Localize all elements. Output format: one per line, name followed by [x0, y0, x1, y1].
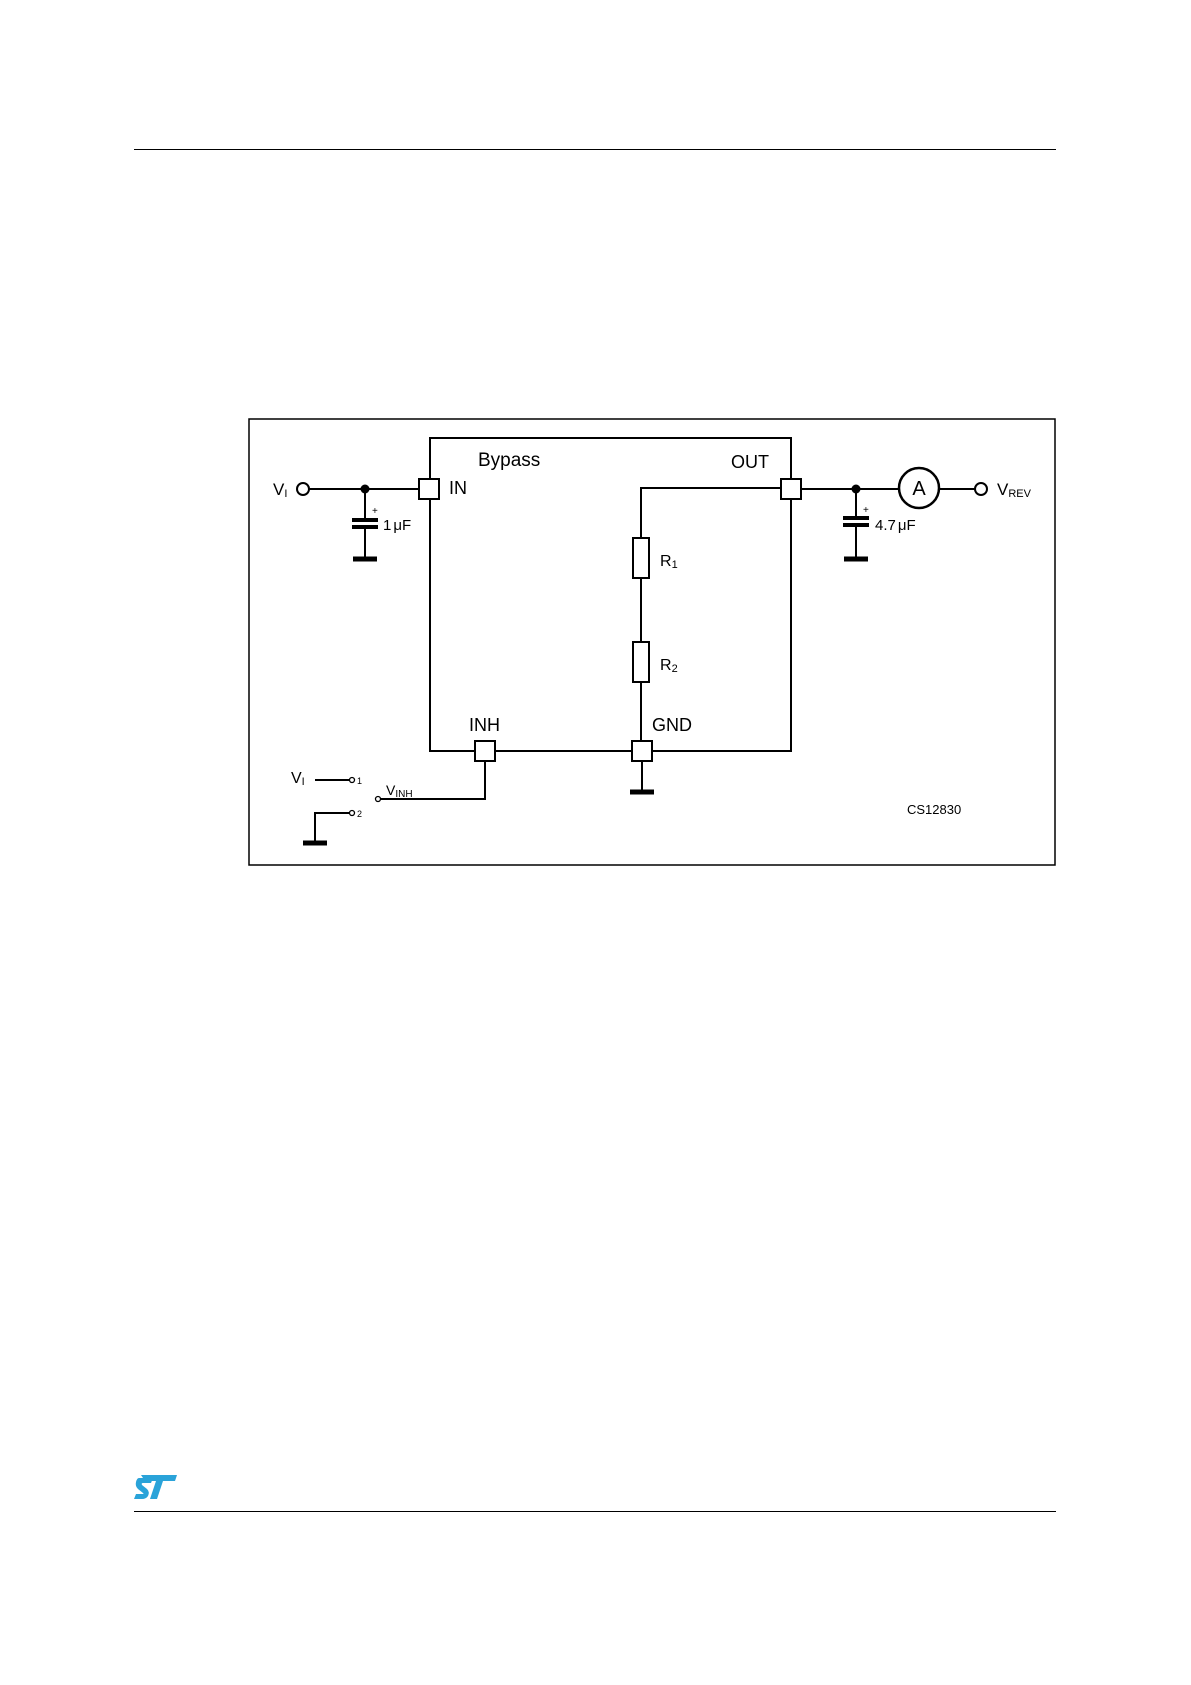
chip-in-label: IN — [449, 478, 467, 498]
switch-pos2-wire — [315, 813, 349, 842]
pin-gnd — [632, 741, 652, 761]
output-voltage-label: VREV — [997, 480, 1032, 500]
figure-code: CS12830 — [907, 802, 961, 817]
pin-out — [781, 479, 801, 499]
st-logo-icon — [133, 1472, 179, 1502]
vinh-label: VINH — [386, 782, 413, 800]
switch-pos2-label: 2 — [357, 809, 362, 819]
resistor-r1 — [633, 538, 649, 578]
switch-vi-label: VI — [291, 770, 305, 788]
input-terminal — [297, 483, 309, 495]
st-logo-s — [134, 1478, 153, 1499]
resistor-r2 — [633, 642, 649, 682]
output-terminal — [975, 483, 987, 495]
input-voltage-label: VI — [273, 480, 287, 500]
output-cap-plus: + — [863, 505, 869, 516]
header-rule — [134, 149, 1056, 150]
switch-pos1-contact — [350, 778, 355, 783]
chip-body — [430, 438, 791, 751]
chip-inh-label: INH — [469, 715, 500, 735]
pin-in — [419, 479, 439, 499]
resistor-r1-label: R1 — [660, 553, 678, 571]
footer-rule — [134, 1511, 1056, 1512]
pin-inh — [475, 741, 495, 761]
switch-pos1-label: 1 — [357, 776, 362, 786]
chip-bypass-label: Bypass — [478, 450, 540, 471]
chip-out-label: OUT — [731, 452, 769, 472]
chip-gnd-label: GND — [652, 715, 692, 735]
resistor-r2-label: R2 — [660, 657, 678, 675]
switch-pos2-contact — [350, 811, 355, 816]
input-cap-plus: + — [372, 506, 378, 517]
ammeter-label: A — [912, 478, 926, 500]
switch-common-contact — [376, 797, 381, 802]
out-feedback-wire — [641, 488, 781, 538]
